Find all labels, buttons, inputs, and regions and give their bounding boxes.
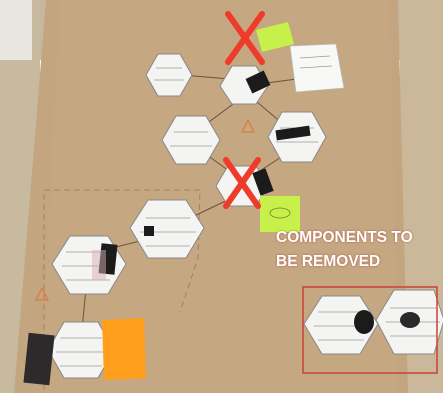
caption-line-2: BE REMOVED — [276, 253, 381, 270]
bottle-object — [0, 0, 32, 60]
paper-sheet-line — [299, 65, 333, 69]
removed-components-caption: COMPONENTS TO BE REMOVED — [276, 226, 426, 274]
paper-sheet-line — [299, 55, 331, 59]
removed-components-box — [302, 286, 438, 374]
caption-line-1: COMPONENTS TO — [276, 229, 413, 246]
hex-card-lower-center — [129, 199, 205, 259]
orange-triangle-mark — [241, 118, 255, 133]
dashed-region — [43, 189, 201, 390]
hex-card-removed-left — [303, 295, 379, 355]
hex-card-middle-left — [161, 115, 221, 165]
green-sticky-note-top — [256, 22, 294, 52]
orange-triangle-mark — [35, 286, 49, 301]
red-cross-top — [225, 11, 265, 65]
red-cross-center — [223, 157, 261, 209]
dark-photo-card — [23, 332, 55, 386]
hex-card-upper-left — [145, 53, 193, 97]
orange-sticky-note — [102, 318, 146, 380]
green-sticky-note-middle — [260, 196, 300, 232]
card-writing — [56, 67, 440, 367]
paper-sheet — [289, 43, 345, 93]
paper-board-shade — [40, 0, 398, 393]
pink-tape — [92, 250, 106, 280]
sticky-doodle — [269, 207, 291, 219]
